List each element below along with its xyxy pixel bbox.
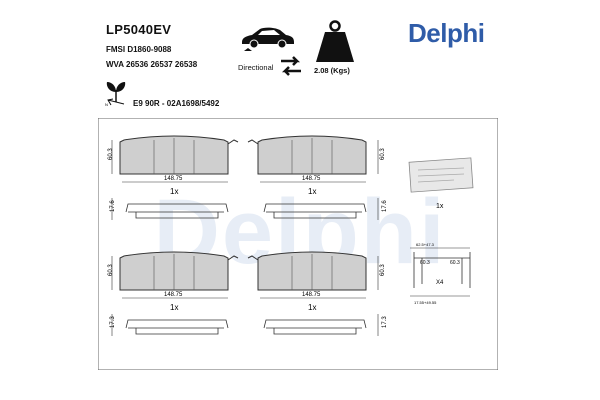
pad-drawing: 60.3 148.75 1x 17.3 [108, 251, 239, 336]
accessory-count-label: 1x [436, 203, 444, 210]
clip-dim-left: 60.3 [420, 260, 430, 266]
arrows-icon [281, 56, 301, 76]
clip-count-label: X4 [436, 280, 444, 286]
weight-icon [316, 20, 354, 62]
clip-dim-top: 62.5+47.3 [416, 242, 435, 247]
pad-height-label: 60.3 [108, 264, 114, 276]
pad-count-label: 1x [308, 187, 316, 196]
pad-drawing: 60.3 148.75 1x 17.3 [247, 251, 388, 336]
accessory-sticker: 1x [408, 157, 474, 210]
eco-icon: N [105, 82, 126, 106]
pad-width-label: 148.75 [302, 292, 321, 298]
pad-count-label: 1x [170, 303, 178, 312]
pad-thickness-label: 17.3 [110, 316, 116, 328]
technical-drawing: 60.3 148.75 1x 17.6 60.3 148.75 1x 17.6 … [98, 118, 498, 370]
pad-thickness-label: 17.6 [110, 200, 116, 212]
pad-width-label: 148.75 [164, 176, 183, 182]
pad-height-label: 60.3 [380, 148, 386, 160]
clip-dim-bottom: 17.55+49.55 [414, 300, 437, 305]
clip-dim-right: 60.3 [450, 260, 460, 266]
pad-count-label: 1x [308, 303, 316, 312]
brand-logo: Delphi [408, 18, 485, 48]
pad-height-label: 60.3 [108, 148, 114, 160]
pad-drawing: 60.3 148.75 1x 17.6 [247, 135, 388, 220]
pad-height-label: 60.3 [380, 264, 386, 276]
pad-width-label: 148.75 [302, 176, 321, 182]
svg-text:N: N [105, 102, 108, 106]
weight-label: 2.08 (Kgs) [314, 66, 350, 75]
clip-drawing: 62.5+47.3 60.3 60.3 X4 17.55+49.55 [410, 242, 471, 305]
pad-width-label: 148.75 [164, 292, 183, 298]
wva-numbers: WVA 26536 26537 26538 [106, 60, 198, 69]
pad-thickness-label: 17.6 [382, 200, 388, 212]
pad-count-label: 1x [170, 187, 178, 196]
pad-thickness-label: 17.3 [382, 316, 388, 328]
pad-drawing: 60.3 148.75 1x 17.6 [108, 135, 239, 220]
car-icon [242, 27, 294, 51]
directional-label: Directional [238, 63, 274, 72]
part-code: LP5040EV [106, 22, 172, 37]
fmsi-number: FMSI D1860-9088 [106, 45, 172, 54]
approval-number: E9 90R - 02A1698/5492 [133, 99, 220, 108]
